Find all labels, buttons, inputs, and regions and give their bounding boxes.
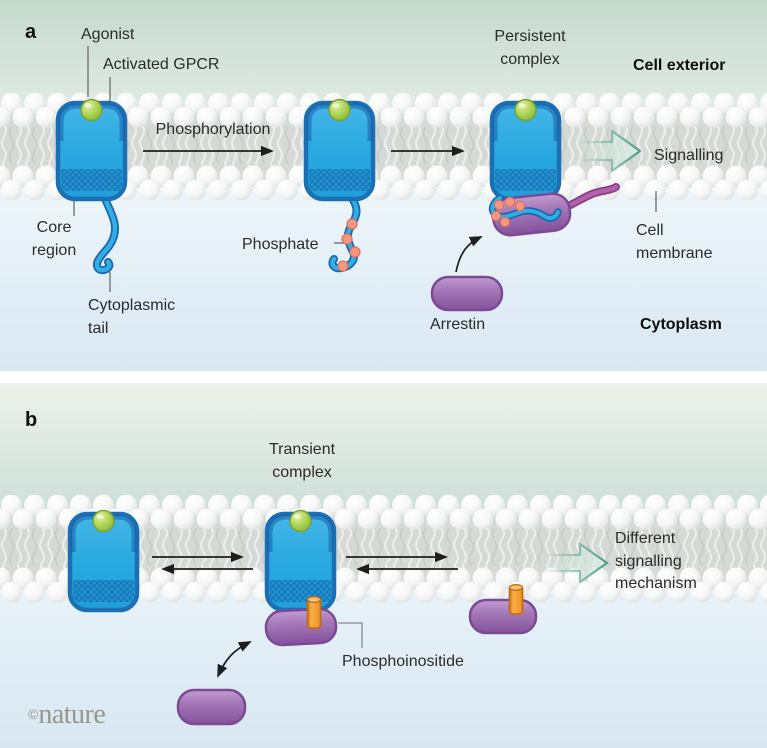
transient-bound-arrestin-icon [264, 607, 338, 647]
label-phosphate: Phosphate [242, 236, 319, 253]
arrestin-icon [430, 275, 504, 312]
wrapped-tail-icon [488, 194, 562, 222]
cytoplasmic-tail-icon [92, 192, 119, 275]
reaction-arrows-a [143, 145, 483, 273]
gpcr-b1-icon [70, 511, 137, 611]
label-signalling: Signalling [654, 147, 724, 164]
panel-divider [0, 371, 767, 383]
arrestin-exchange-arrow [217, 641, 252, 678]
label-cytoplasmic-tail: Cytoplasmic tail [88, 297, 176, 337]
membrane-a [0, 93, 767, 200]
copyright-icon: © [28, 706, 39, 722]
label-different-signalling: Different signalling mechanism [615, 530, 697, 592]
label-cytoplasm: Cytoplasm [640, 316, 722, 333]
complex-phosphate-icons [490, 196, 526, 228]
panel-b-letter: b [25, 409, 38, 431]
label-cell-membrane: Cell membrane [636, 222, 713, 262]
label-transient-complex: Transient complex [268, 441, 336, 481]
label-agonist: Agonist [81, 26, 135, 43]
phosphate-icons [337, 218, 361, 272]
label-phosphoinositide: Phosphoinositide [342, 653, 464, 670]
arrestin-binding-arrow [455, 236, 483, 273]
phosphoinositide-leader [338, 622, 363, 648]
persistent-complex-gpcr-icon [492, 100, 559, 200]
equilibrium-arrows [152, 551, 458, 575]
transient-complex-gpcr-icon [267, 511, 334, 611]
membrane-arrestin-icon [468, 598, 538, 635]
label-core-region: Core region [31, 219, 77, 259]
label-phosphorylation: Phosphorylation [155, 121, 271, 138]
label-persistent-complex: Persistent complex [494, 28, 566, 68]
phosphorylated-gpcr-icon [306, 100, 373, 200]
nature-watermark: ©nature [28, 699, 106, 731]
label-cell-exterior: Cell exterior [633, 57, 726, 74]
phosphorylated-tail-icon [328, 192, 361, 273]
panel-a-letter: a [25, 21, 37, 43]
nature-logo: nature [38, 699, 106, 730]
free-arrestin-icon [176, 688, 247, 726]
different-signalling-arrow-icon [541, 542, 609, 584]
signalling-arrow-icon [576, 129, 642, 173]
activated-gpcr-icon [58, 100, 125, 200]
phosphoinositide-right-icon [508, 584, 524, 615]
phosphoinositide-icon [306, 596, 322, 629]
label-arrestin: Arrestin [430, 316, 486, 333]
label-activated-gpcr: Activated GPCR [103, 56, 220, 73]
